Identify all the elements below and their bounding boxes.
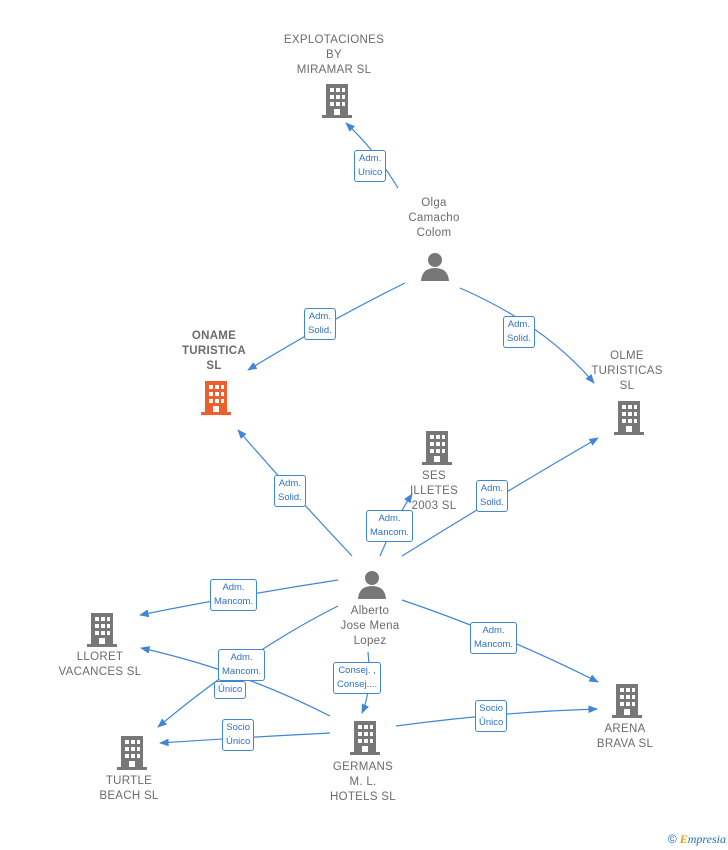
edge-label-germans-arena[interactable]: Socio Único — [475, 700, 508, 732]
edge-label-germans-lloret[interactable]: Único — [214, 681, 247, 699]
building-icon[interactable] — [116, 736, 148, 775]
node-label-alberto-jose-mena-lopez[interactable]: Alberto Jose Mena Lopez — [340, 605, 400, 647]
building-icon[interactable] — [321, 84, 353, 123]
person-icon[interactable] — [420, 251, 450, 286]
edge-label-alberto-arena[interactable]: Adm. Mancom. — [470, 622, 518, 654]
edge-label-alberto-olme[interactable]: Adm. Solid. — [476, 480, 508, 512]
edge-label-olga-oname[interactable]: Adm. Solid. — [304, 308, 336, 340]
edge-label-alberto-ses[interactable]: Adm. Mancom. — [366, 510, 414, 542]
node-label-oname-turistica[interactable]: ONAME TURISTICA SL — [181, 330, 247, 372]
edge-olga-olme — [459, 287, 595, 384]
building-icon[interactable] — [200, 381, 232, 420]
node-label-explotaciones-by-miramar[interactable]: EXPLOTACIONES BY MIRAMAR SL — [283, 34, 385, 76]
empresia-credit[interactable]: © Empresia — [668, 832, 726, 847]
node-label-olga-camacho-colom[interactable]: Olga Camacho Colom — [408, 197, 460, 239]
building-icon[interactable] — [613, 401, 645, 440]
building-icon[interactable] — [86, 613, 118, 652]
node-label-turtle-beach[interactable]: TURTLE BEACH SL — [99, 775, 159, 802]
building-icon[interactable] — [421, 431, 453, 470]
edge-label-olga-explotaciones[interactable]: Adm. Unico — [354, 150, 387, 182]
edge-label-alberto-turtle[interactable]: Adm. Mancom. — [218, 649, 266, 681]
edge-label-olga-olme[interactable]: Adm. Solid. — [503, 316, 535, 348]
edge-label-germans-turtle[interactable]: Socio Único — [222, 719, 255, 751]
edge-label-alberto-oname[interactable]: Adm. Solid. — [274, 475, 306, 507]
node-label-arena-brava[interactable]: ARENA BRAVA SL — [596, 723, 654, 750]
person-icon[interactable] — [357, 569, 387, 604]
node-label-olme-turisticas[interactable]: OLME TURISTICAS SL — [591, 350, 663, 392]
brand-name: mpresia — [687, 832, 726, 846]
copyright-icon: © — [667, 832, 677, 846]
edge-label-alberto-germans[interactable]: Consej. , Consej.... — [333, 662, 382, 694]
building-icon[interactable] — [611, 684, 643, 723]
node-label-ses-illetes[interactable]: SES ILLETES 2003 SL — [409, 470, 459, 512]
building-icon[interactable] — [349, 721, 381, 760]
brand-initial: E — [679, 832, 688, 846]
node-label-germans-ml-hotels[interactable]: GERMANS M. L. HOTELS SL — [330, 761, 396, 803]
node-label-lloret-vacances[interactable]: LLORET VACANCES SL — [58, 651, 142, 678]
edge-label-alberto-lloret[interactable]: Adm. Mancom. — [210, 579, 258, 611]
